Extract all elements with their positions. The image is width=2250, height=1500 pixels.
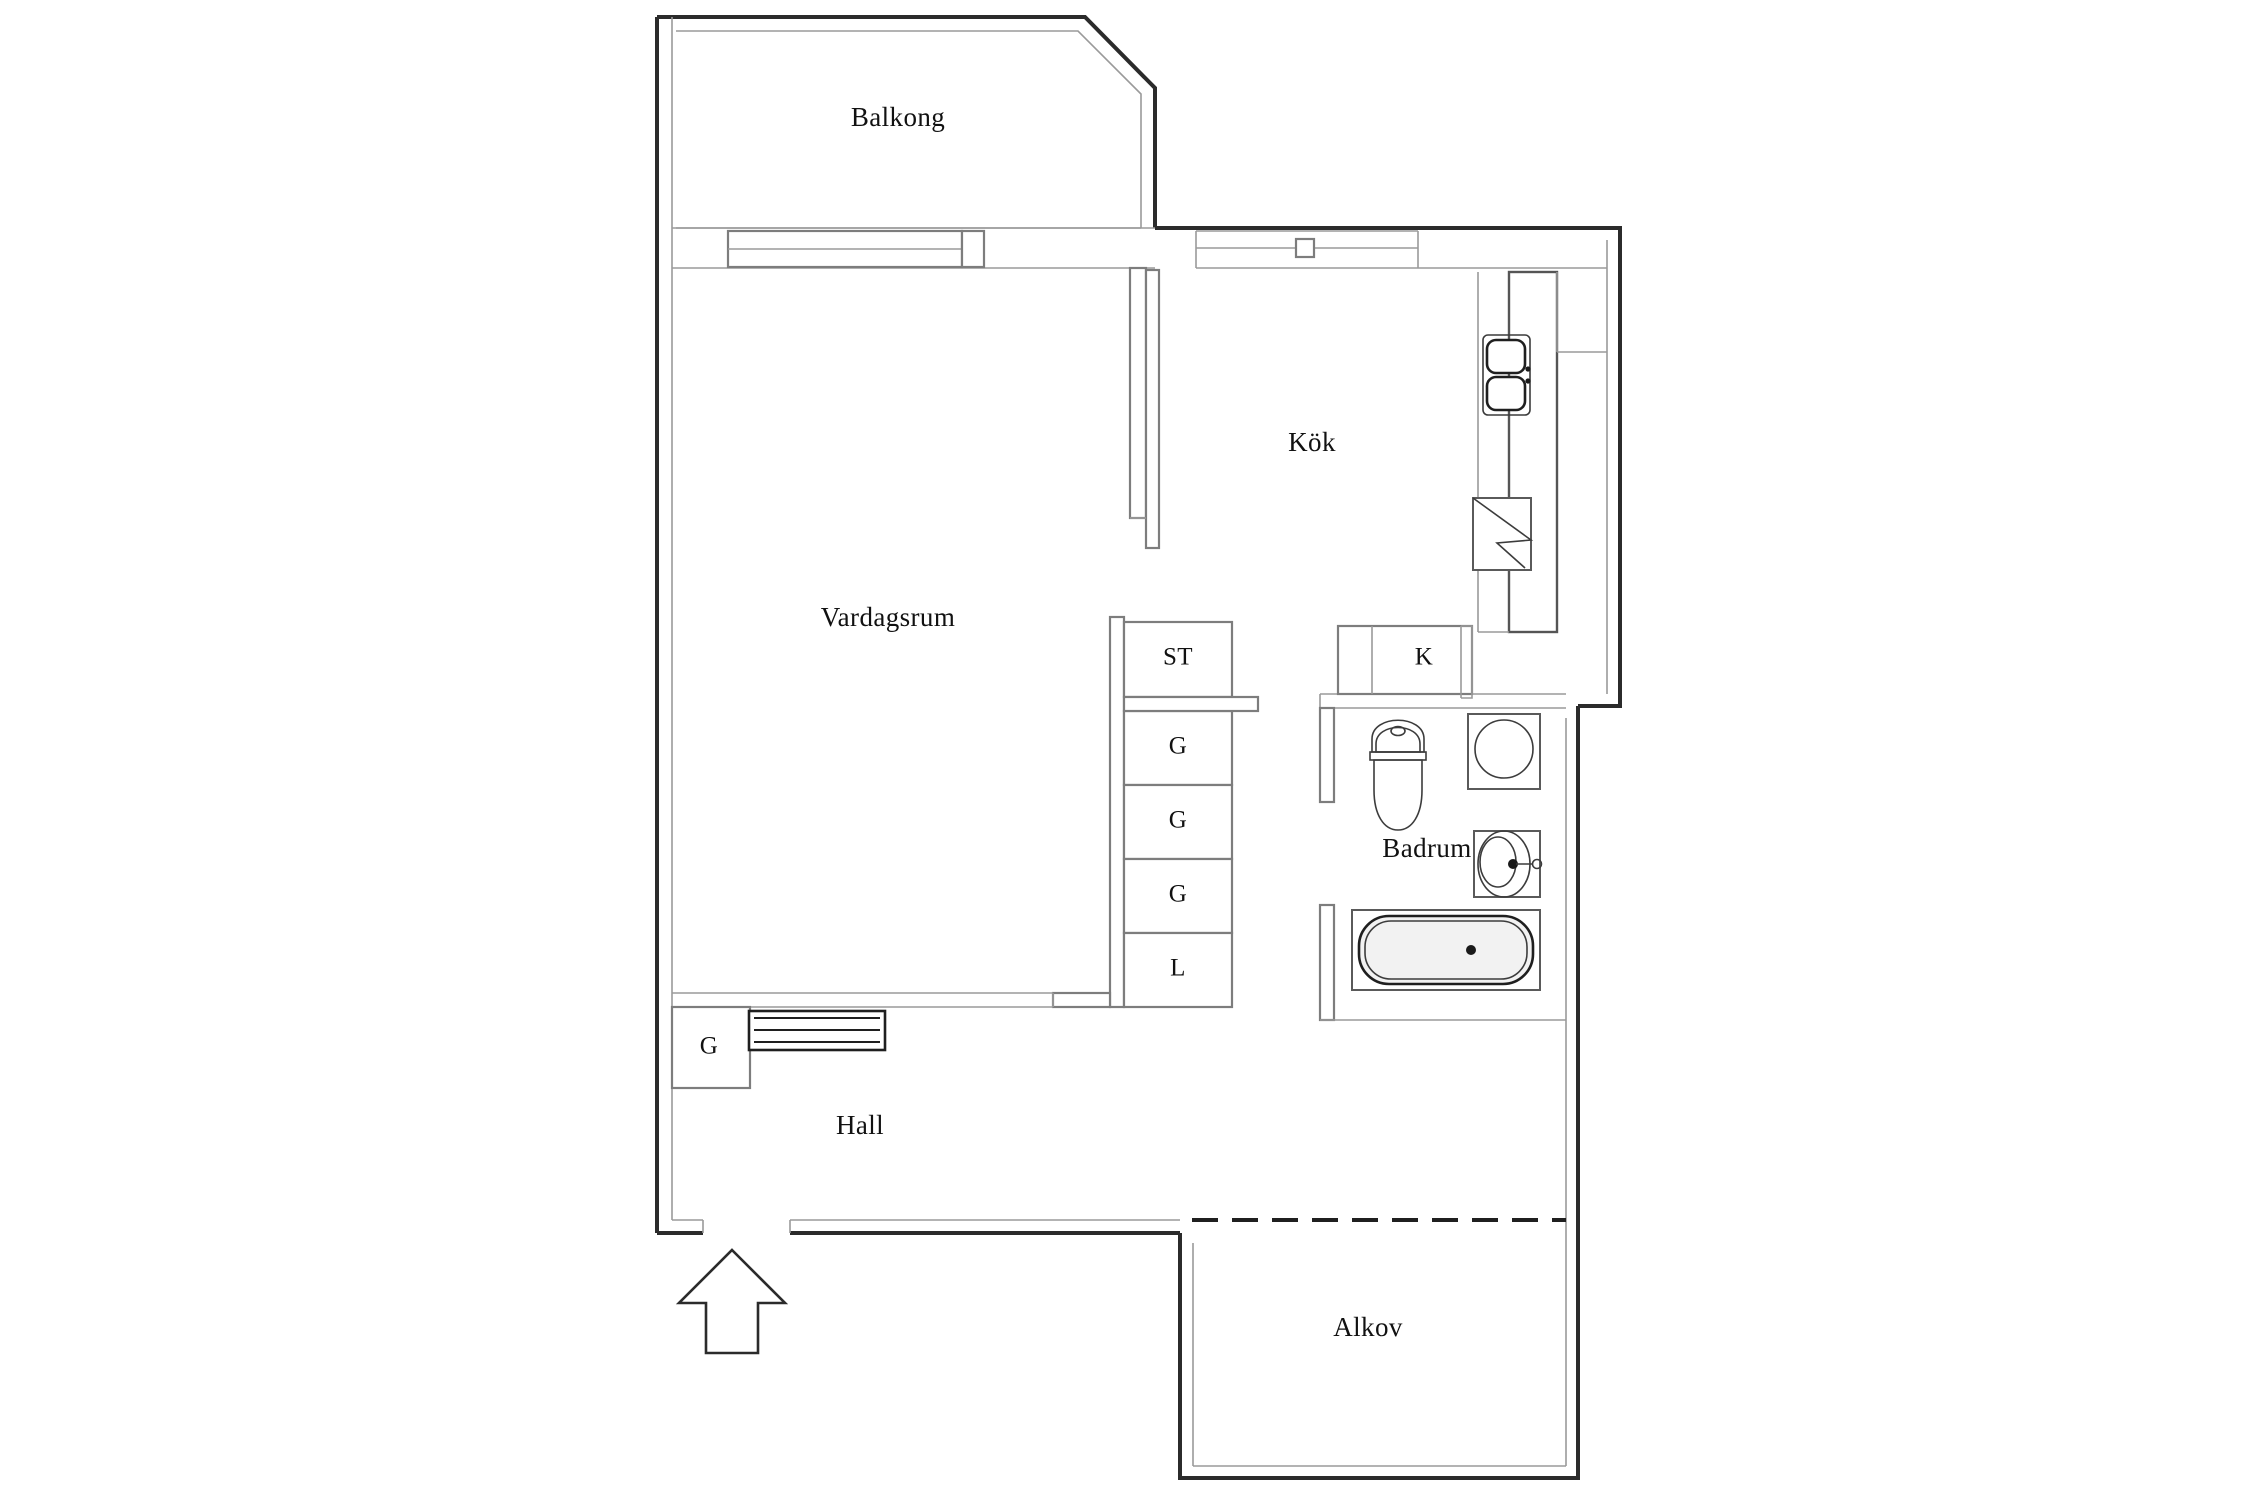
hall-closet-g <box>670 1005 752 1090</box>
room-label-badrum: Badrum <box>1382 833 1471 863</box>
room-label-alkov: Alkov <box>1333 1312 1403 1342</box>
bathtub <box>1351 909 1541 991</box>
entrance-direction-arrow <box>675 1248 789 1355</box>
closet-column <box>1051 615 1260 1009</box>
hall-radiator <box>747 1009 887 1052</box>
closet-label-k: K <box>1415 644 1433 671</box>
balcony-door <box>672 227 1155 269</box>
toilet <box>1369 719 1427 831</box>
closet-label-g-hall: G <box>700 1033 718 1060</box>
kitchen-window <box>1195 230 1607 269</box>
closet-label-st: ST <box>1163 644 1193 671</box>
closet-label-g-mid: G <box>1169 807 1187 834</box>
closet-label-g-upper: G <box>1169 733 1187 760</box>
washing-machine <box>1467 713 1541 790</box>
room-label-balkong: Balkong <box>851 102 945 132</box>
closet-label-l: L <box>1170 955 1186 982</box>
kitchen-counter <box>1472 270 1607 634</box>
room-label-hall: Hall <box>836 1110 884 1140</box>
wall-livingroom-kitchen <box>1128 266 1161 550</box>
closet-k <box>1336 624 1474 699</box>
apartment-outer-wall <box>655 17 1622 1480</box>
closet-label-g-lower: G <box>1169 881 1187 908</box>
room-label-kok: Kök <box>1288 427 1336 457</box>
wall-livingroom-hall <box>672 992 1054 1008</box>
closet-labels: ST G G G L K G <box>700 644 1433 1060</box>
kitchen-sink <box>1482 334 1531 416</box>
wash-basin <box>1473 830 1543 898</box>
kitchen-stove <box>1472 497 1534 571</box>
hall-entrance-wall <box>672 1219 1180 1233</box>
room-label-vardagsrum: Vardagsrum <box>821 602 955 632</box>
room-labels: Balkong Kök Vardagsrum Badrum Hall Alkov <box>821 102 1472 1342</box>
